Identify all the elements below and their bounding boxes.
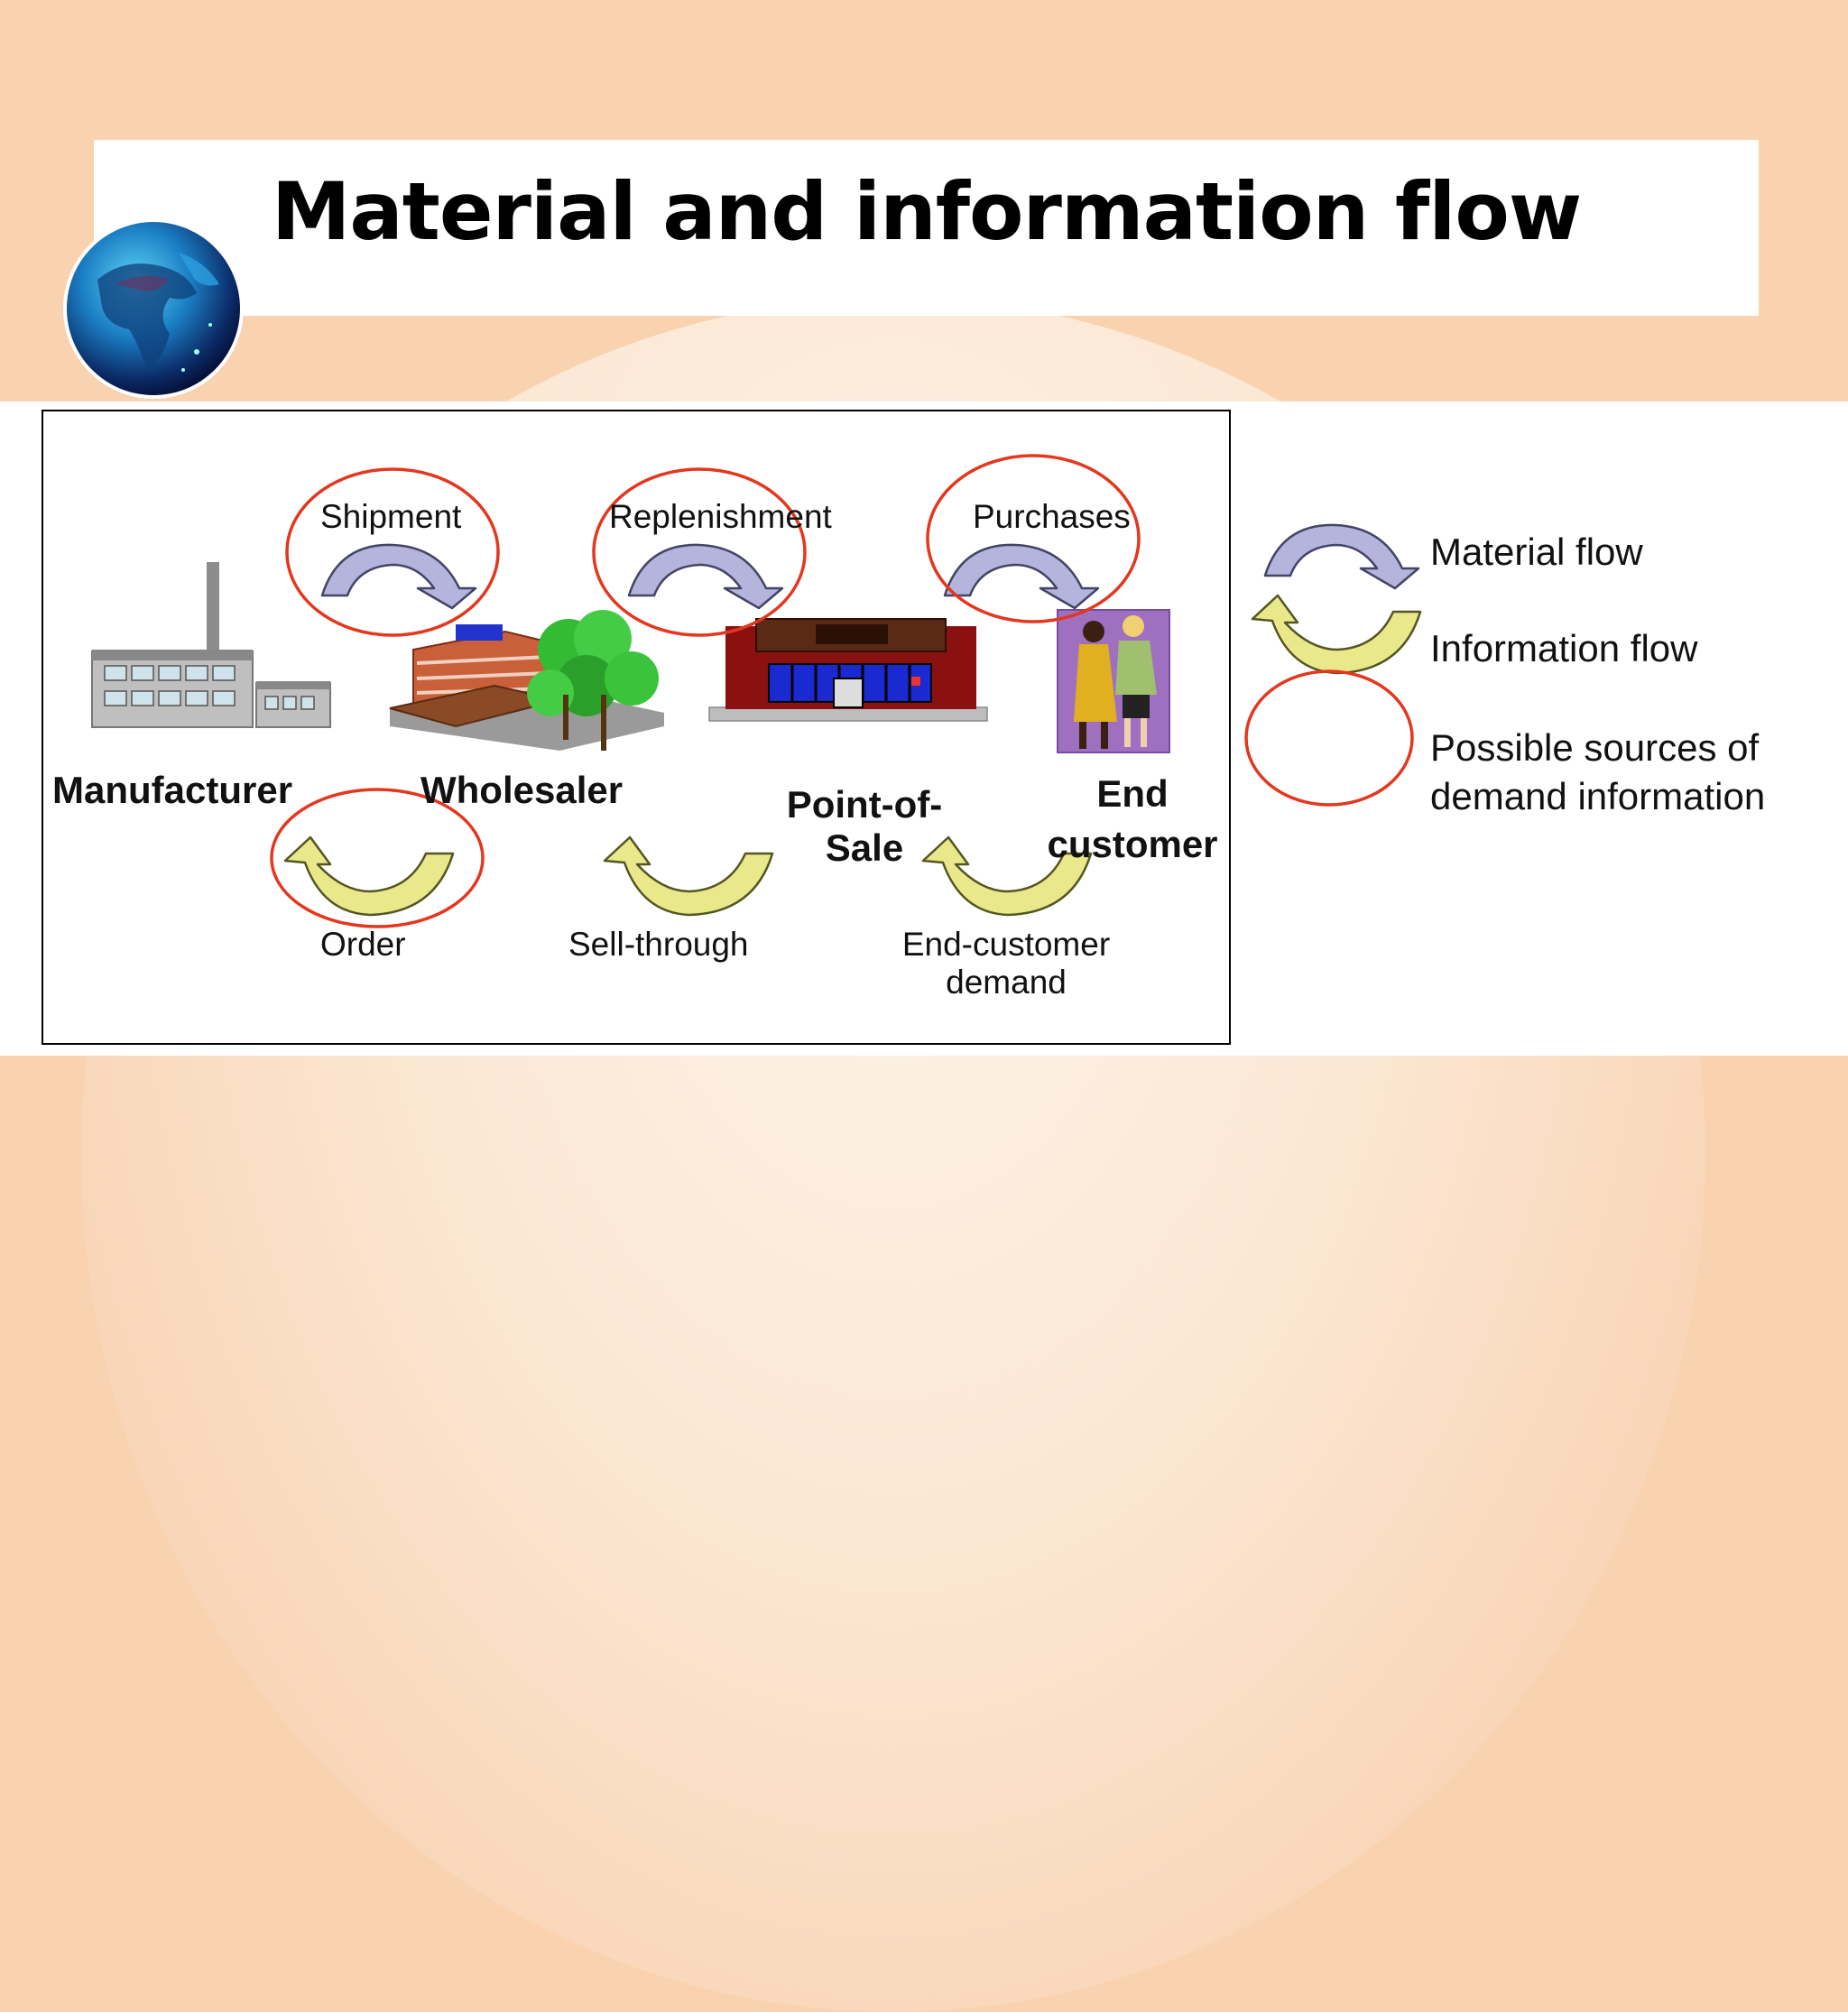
legend-demand-line-2: demand information <box>1430 775 1766 817</box>
title-bar: Material and information flow <box>94 140 1759 316</box>
legend-material-arrow-icon <box>1263 523 1420 590</box>
shipment-circle <box>285 467 500 637</box>
legend-information-arrow-icon <box>1251 594 1422 675</box>
wholesaler-label: Wholesaler <box>420 769 624 811</box>
legend-information-flow-label: Information flow <box>1430 627 1698 669</box>
point-of-sale-label: Point-of- Sale <box>774 783 955 870</box>
legend-demand-line-1: Possible sources of <box>1430 726 1760 769</box>
page-title: Material and information flow <box>271 165 1582 258</box>
manufacturer-label: Manufacturer <box>52 769 293 811</box>
flow-diagram <box>91 454 1422 928</box>
sell-through-arrow-icon <box>603 835 774 917</box>
legend-material-flow-label: Material flow <box>1430 531 1643 573</box>
purchases-arrow-icon <box>943 543 1100 610</box>
shipment-arrow-icon <box>320 543 477 610</box>
end-customer-demand-line-1: End-customer <box>901 926 1111 963</box>
order-circle <box>270 788 485 928</box>
warehouse-icon <box>389 610 664 751</box>
factory-icon <box>91 562 331 728</box>
purchases-label: Purchases <box>973 498 1131 535</box>
order-arrow-icon <box>283 835 455 917</box>
purchases-circle <box>926 454 1141 623</box>
end-customer-line-1: End <box>1096 772 1169 815</box>
store-icon <box>708 618 988 722</box>
order-label: Order <box>320 926 406 963</box>
legend-demand-label: Possible sources of demand information <box>1430 724 1765 821</box>
point-of-sale-line-2: Sale <box>825 826 904 869</box>
end-customer-label: End customer <box>1047 769 1218 870</box>
point-of-sale-line-1: Point-of- <box>786 783 943 826</box>
replenishment-arrow-icon <box>627 543 784 610</box>
end-customer-demand-label: End-customer demand <box>889 926 1123 1001</box>
replenishment-label: Replenishment <box>609 498 832 535</box>
end-customer-line-2: customer <box>1047 823 1218 865</box>
sell-through-label: Sell-through <box>568 926 749 963</box>
end-customer-demand-line-2: demand <box>946 964 1067 1001</box>
globe-icon <box>63 218 244 399</box>
replenishment-circle <box>592 467 807 637</box>
legend-demand-circle <box>1244 669 1414 807</box>
shipment-label: Shipment <box>320 498 462 535</box>
customers-icon <box>1057 609 1170 753</box>
